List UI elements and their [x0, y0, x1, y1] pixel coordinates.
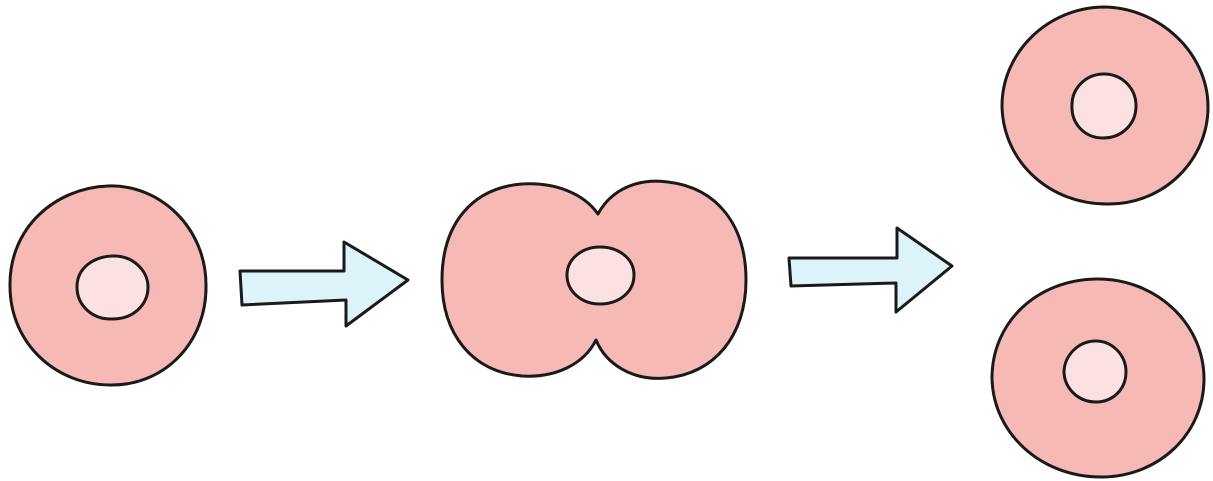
daughter-cell-bottom [992, 279, 1204, 477]
arrow-right-icon [789, 228, 952, 312]
daughter-cell-top [1002, 7, 1208, 204]
daughter-cell-top-nucleus [1072, 74, 1136, 138]
parent-cell [10, 186, 206, 385]
parent-cell-nucleus [77, 256, 148, 319]
dividing-cell [442, 181, 746, 378]
dividing-cell-nucleus [567, 247, 634, 304]
daughter-cell-bottom-nucleus [1064, 341, 1126, 402]
daughter-cells [992, 7, 1208, 477]
arrow-right-icon [240, 242, 408, 326]
